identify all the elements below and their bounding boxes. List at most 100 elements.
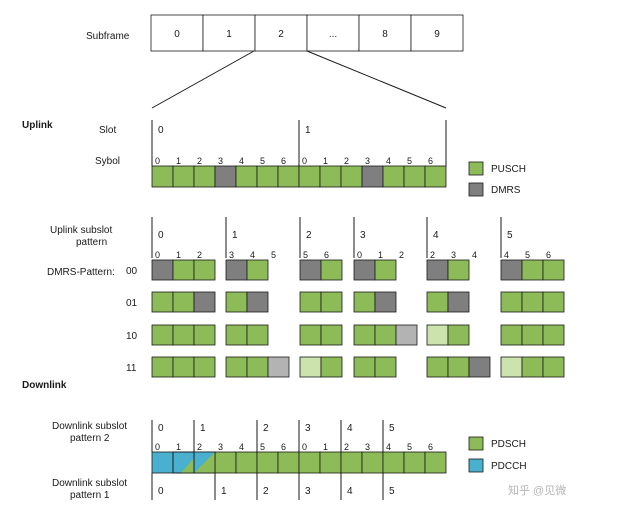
legend-pdcch-swatch [468, 458, 484, 473]
dl-symbol-number: 3 [365, 442, 370, 452]
dl-symbol-number: 5 [260, 442, 265, 452]
subslot-cell [521, 291, 544, 313]
subslot-symbol-number: 5 [303, 250, 308, 260]
subslot-cell [542, 356, 565, 378]
subslot-cell [225, 356, 248, 378]
dl-symbol-number: 2 [344, 442, 349, 452]
dl-cell1-wedge [181, 458, 194, 473]
zoom-line-right [306, 50, 447, 109]
uplink-symbol-cell [403, 165, 426, 188]
dl-symbol-cell [256, 451, 279, 474]
subslot-cell [299, 291, 322, 313]
dl-symbol-cell [403, 451, 426, 474]
uplink-symbol-number: 1 [176, 156, 181, 166]
subslot-group-label: 1 [232, 230, 238, 241]
subslot-cell [172, 291, 195, 313]
subslot-cell [246, 324, 269, 346]
subslot-symbol-number: 1 [176, 250, 181, 260]
subslot-symbol-number: 0 [357, 250, 362, 260]
uplink-symbol-cell [193, 165, 216, 188]
dl-pattern1-label-line1: Downlink subslot [52, 478, 127, 489]
dl-pattern2-label-line1: Downlink subslot [52, 421, 127, 432]
subslot-cell [353, 356, 376, 378]
subslot-cell [447, 259, 470, 281]
legend-pdsch-swatch [468, 436, 484, 451]
uplink-symbol-number: 0 [155, 156, 160, 166]
subslot-symbol-number: 4 [250, 250, 255, 260]
subslot-cell [193, 324, 216, 346]
uplink-symbol-cell [214, 165, 237, 188]
uplink-symbol-cell [256, 165, 279, 188]
subslot-cell [193, 291, 216, 313]
subslot-cell [151, 291, 174, 313]
subframe-cell-label: 8 [382, 29, 388, 40]
legend-pdcch-label: PDCCH [491, 461, 527, 472]
subslot-cell [299, 259, 322, 281]
dl-pattern1-number: 3 [305, 486, 311, 497]
subslot-cell [353, 259, 376, 281]
dl-symbol-cell [382, 451, 405, 474]
zoom-line-left [151, 50, 255, 109]
subslot-cell [320, 356, 343, 378]
subslot-cell [151, 259, 174, 281]
uplink-symbol-cell [298, 165, 321, 188]
uplink-symbol-cell [382, 165, 405, 188]
dmrs-pattern-code: 10 [126, 331, 138, 342]
dl-pattern2-number: 2 [263, 423, 269, 434]
dmrs-pattern-label: DMRS-Pattern: [47, 267, 115, 278]
dmrs-pattern-code: 01 [126, 298, 138, 309]
subslot-cell [225, 291, 248, 313]
dl-symbol-cell [340, 451, 363, 474]
subslot-cell [267, 356, 290, 378]
subslot-cell [447, 356, 470, 378]
subslot-symbol-number: 5 [525, 250, 530, 260]
subslot-symbol-number: 2 [430, 250, 435, 260]
subslot-cell [193, 259, 216, 281]
subslot-cell [447, 324, 470, 346]
dl-pattern1-number: 5 [389, 486, 395, 497]
uplink-symbol-number: 4 [386, 156, 391, 166]
subslot-group-label: 3 [360, 230, 366, 241]
dl-symbol-cell [214, 451, 237, 474]
uplink-symbol-cell [172, 165, 195, 188]
subslot-cell [500, 356, 523, 378]
dl-symbol-cell [361, 451, 384, 474]
subslot-symbol-number: 6 [324, 250, 329, 260]
legend-pdsch-label: PDSCH [491, 439, 526, 450]
uplink-symbol-number: 2 [344, 156, 349, 166]
dl-pattern2-label-line2: pattern 2 [70, 433, 110, 444]
legend-dmrs-label: DMRS [491, 185, 521, 196]
dl-symbol-cell [277, 451, 300, 474]
uplink-symbol-cell [340, 165, 363, 188]
uplink-symbol-cell [235, 165, 258, 188]
legend-pusch-label: PUSCH [491, 164, 526, 175]
dl-symbol-cell [235, 451, 258, 474]
slot-number-0: 0 [158, 125, 164, 136]
dl-pattern1-number: 1 [221, 486, 227, 497]
subslot-cell [521, 324, 544, 346]
subslot-cell [426, 259, 449, 281]
uplink-symbol-number: 5 [260, 156, 265, 166]
watermark-text: 知乎 @见微 [508, 483, 566, 497]
dl-pattern1-number: 2 [263, 486, 269, 497]
subslot-cell [542, 324, 565, 346]
dl-pattern2-number: 5 [389, 423, 395, 434]
subslot-symbol-number: 4 [504, 250, 509, 260]
dl-pattern1-number: 4 [347, 486, 353, 497]
dl-symbol-number: 0 [302, 442, 307, 452]
dl-symbol-number: 3 [218, 442, 223, 452]
subslot-group-label: 0 [158, 230, 164, 241]
subslot-cell [426, 324, 449, 346]
legend-pusch-swatch [468, 161, 484, 176]
subslot-cell [500, 259, 523, 281]
dl-pattern2-number: 0 [158, 423, 164, 434]
dl-cell1-border [172, 451, 195, 474]
uplink-symbol-number: 6 [428, 156, 433, 166]
subframe-cell-label: ... [329, 29, 337, 40]
dl-symbol-number: 5 [407, 442, 412, 452]
dl-symbol-number: 4 [239, 442, 244, 452]
